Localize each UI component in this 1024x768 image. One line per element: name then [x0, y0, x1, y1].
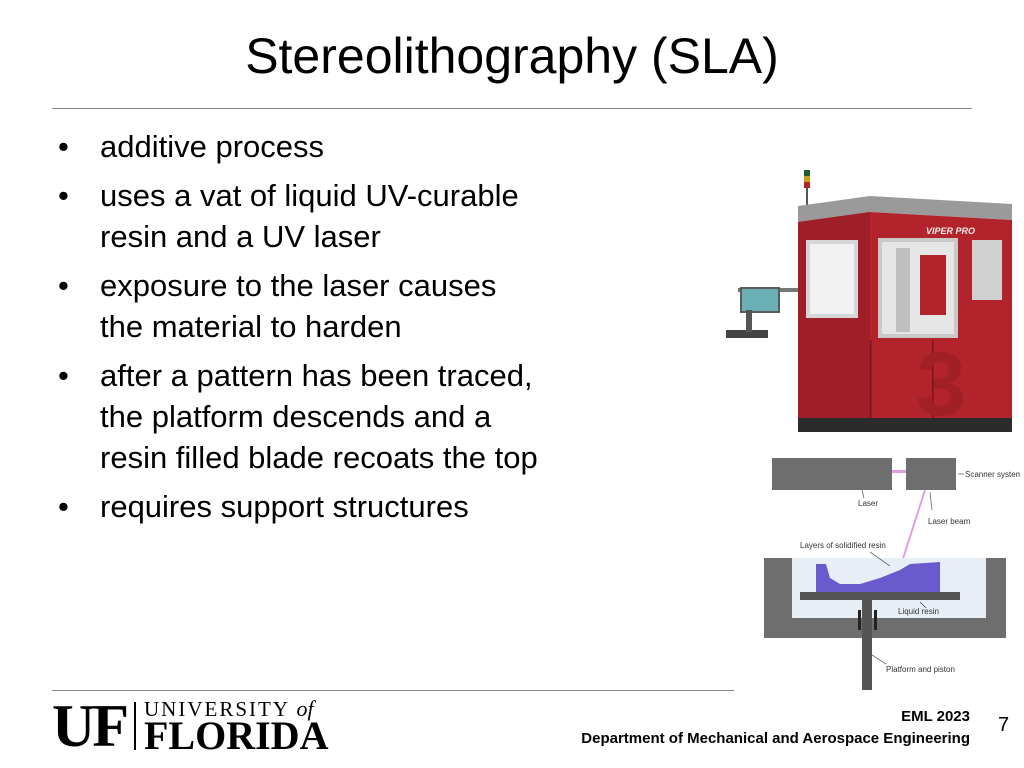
- bullet-item: • exposure to the laser causes the materia…: [58, 265, 618, 347]
- logo-of-word: of: [296, 696, 314, 721]
- logo-university-line: UNIVERSITY of: [144, 696, 314, 721]
- machine-brand-label: VIPER PRO: [926, 226, 975, 236]
- bullet-item: • after a pattern has been traced, the pla…: [58, 355, 618, 478]
- sla-machine-image: 3 VIPER PRO: [726, 170, 1012, 435]
- bullet-glyph: •: [58, 358, 69, 393]
- bullet-item: • additive process: [58, 126, 618, 167]
- bullet-glyph: •: [58, 129, 69, 164]
- bullet-line: resin filled blade recoats the top: [100, 440, 538, 475]
- university-of-florida-logo: UF UNIVERSITY of FLORIDA: [52, 693, 352, 759]
- logo-divider: [134, 702, 136, 750]
- slide-number: 7: [998, 714, 1010, 736]
- bullet-glyph: •: [58, 178, 69, 213]
- title-divider: [52, 108, 972, 109]
- label-liquid-resin: Liquid resin: [898, 607, 939, 616]
- solidified-part: [816, 562, 940, 592]
- bullet-line: the material to harden: [100, 309, 402, 344]
- sla-process-diagram: Scanner system Laser Laser beam Layers o…: [764, 458, 1020, 690]
- logo-florida-word: FLORIDA: [144, 713, 329, 758]
- department-name: Department of Mechanical and Aerospace E…: [581, 730, 970, 747]
- logo-uf-mark: UF: [52, 693, 129, 759]
- course-code: EML 2023: [901, 708, 970, 725]
- label-platform-piston: Platform and piston: [886, 665, 955, 674]
- bullet-line: uses a vat of liquid UV-curable: [100, 178, 519, 213]
- bullet-item: • requires support structures: [58, 486, 618, 527]
- bullet-line: exposure to the laser causes: [100, 268, 497, 303]
- bullet-glyph: •: [58, 489, 69, 524]
- bullet-line: requires support structures: [100, 489, 469, 524]
- bullet-glyph: •: [58, 268, 69, 303]
- footer-course-info: EML 2023 Department of Mechanical and Ae…: [581, 706, 970, 750]
- label-scanner-system: Scanner system: [965, 470, 1020, 479]
- bullet-list: • additive process • uses a vat of liquid U…: [58, 126, 618, 535]
- bullet-line: the platform descends and a: [100, 399, 492, 434]
- logo-university-word: UNIVERSITY: [144, 697, 290, 721]
- laser-block: [772, 458, 892, 490]
- label-laser-beam: Laser beam: [928, 517, 971, 526]
- scanner-block: [906, 458, 956, 490]
- bullet-line: resin and a UV laser: [100, 219, 381, 254]
- bullet-item: • uses a vat of liquid UV-curable resin an…: [58, 175, 618, 257]
- label-solidified-layers: Layers of solidified resin: [800, 541, 886, 550]
- slide-title: Stereolithography (SLA): [245, 28, 779, 84]
- bullet-line: additive process: [100, 129, 325, 164]
- bullet-line: after a pattern has been traced,: [100, 358, 533, 393]
- label-laser: Laser: [858, 499, 878, 508]
- footer-divider: [52, 690, 734, 691]
